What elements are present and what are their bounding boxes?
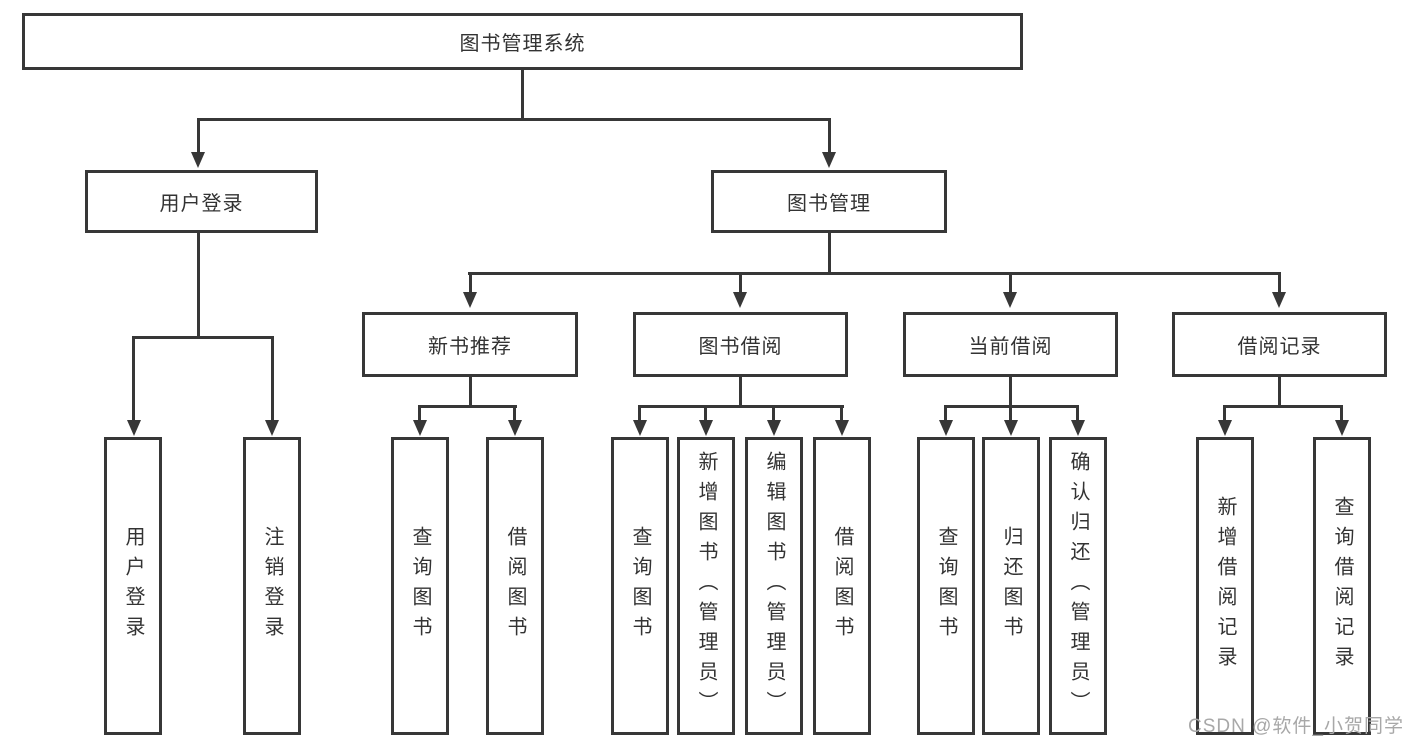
- connector-line: [1009, 405, 1012, 420]
- connector-line: [132, 336, 135, 420]
- arrow-down-icon: [191, 152, 205, 168]
- leaf-user-login: 用户登录: [104, 437, 162, 735]
- leaf-edit-books-admin: 编辑图书（管理员）: [745, 437, 803, 735]
- arrow-down-icon: [699, 420, 713, 436]
- leaf-confirm-return-admin: 确认归还（管理员）: [1049, 437, 1107, 735]
- arrow-down-icon: [822, 152, 836, 168]
- connector-line: [418, 405, 421, 420]
- connector-line: [638, 405, 641, 420]
- connector-line: [513, 405, 516, 420]
- connector-line: [944, 405, 947, 420]
- arrow-down-icon: [1071, 420, 1085, 436]
- arrow-down-icon: [733, 292, 747, 308]
- connector-line: [772, 405, 775, 420]
- arrow-down-icon: [1272, 292, 1286, 308]
- leaf-logout: 注销登录: [243, 437, 301, 735]
- connector-line: [739, 377, 742, 405]
- leaf-query-books-borrowing: 查询图书: [611, 437, 669, 735]
- arrow-down-icon: [1004, 420, 1018, 436]
- connector-line: [197, 118, 200, 154]
- leaf-query-books-current: 查询图书: [917, 437, 975, 735]
- connector-line: [197, 233, 200, 336]
- leaf-add-borrow-record: 新增借阅记录: [1196, 437, 1254, 735]
- connector-line: [1223, 405, 1226, 420]
- arrow-down-icon: [413, 420, 427, 436]
- node-root: 图书管理系统: [22, 13, 1023, 70]
- connector-line: [468, 272, 1281, 275]
- connector-line: [1278, 272, 1281, 292]
- connector-line: [1009, 377, 1012, 405]
- connector-line: [704, 405, 707, 420]
- arrow-down-icon: [1218, 420, 1232, 436]
- connector-line: [271, 336, 274, 420]
- leaf-return-books: 归还图书: [982, 437, 1040, 735]
- leaf-query-books-recommend: 查询图书: [391, 437, 449, 735]
- connector-line: [1009, 272, 1012, 292]
- connector-line: [418, 405, 517, 408]
- arrow-down-icon: [767, 420, 781, 436]
- connector-line: [1076, 405, 1079, 420]
- arrow-down-icon: [127, 420, 141, 436]
- arrow-down-icon: [1003, 292, 1017, 308]
- arrow-down-icon: [633, 420, 647, 436]
- leaf-add-books-admin: 新增图书（管理员）: [677, 437, 735, 735]
- node-borrowing-records: 借阅记录: [1172, 312, 1387, 377]
- connector-line: [469, 272, 472, 292]
- arrow-down-icon: [265, 420, 279, 436]
- node-user-login: 用户登录: [85, 170, 318, 233]
- node-new-book-recommendation: 新书推荐: [362, 312, 578, 377]
- connector-line: [197, 118, 831, 121]
- connector-line: [944, 405, 1079, 408]
- arrow-down-icon: [835, 420, 849, 436]
- connector-line: [521, 70, 524, 118]
- arrow-down-icon: [463, 292, 477, 308]
- connector-line: [1278, 377, 1281, 405]
- connector-line: [1340, 405, 1343, 420]
- connector-line: [828, 118, 831, 154]
- node-current-borrowing: 当前借阅: [903, 312, 1118, 377]
- arrow-down-icon: [1335, 420, 1349, 436]
- connector-line: [1223, 405, 1343, 408]
- connector-line: [132, 336, 274, 339]
- arrow-down-icon: [939, 420, 953, 436]
- connector-line: [840, 405, 843, 420]
- leaf-borrow-books-borrowing: 借阅图书: [813, 437, 871, 735]
- node-book-borrowing: 图书借阅: [633, 312, 848, 377]
- connector-line: [638, 405, 844, 408]
- arrow-down-icon: [508, 420, 522, 436]
- watermark: CSDN @软件_小贺同学: [1188, 716, 1404, 737]
- connector-line: [469, 377, 472, 405]
- leaf-query-borrow-record: 查询借阅记录: [1313, 437, 1371, 735]
- connector-line: [828, 233, 831, 272]
- connector-line: [739, 272, 742, 292]
- leaf-borrow-books-recommend: 借阅图书: [486, 437, 544, 735]
- node-book-management: 图书管理: [711, 170, 947, 233]
